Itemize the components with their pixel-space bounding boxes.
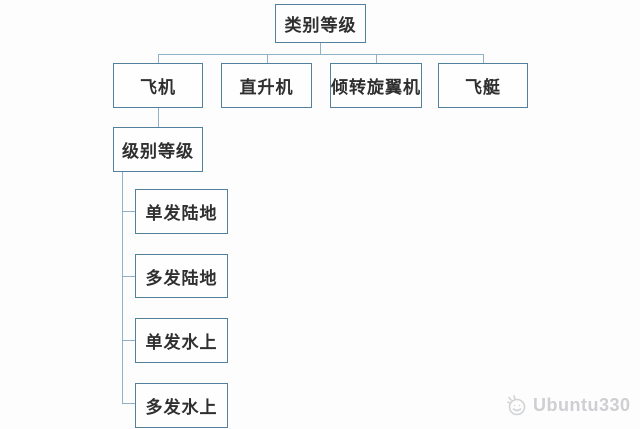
connector-class-trunk [122,172,123,404]
connector-branch-4 [122,403,135,404]
connector-drop-airplane [158,54,159,63]
node-tiltrotor: 倾转旋翼机 [330,63,422,108]
node-label: 飞机 [140,78,176,97]
node-multi-engine-land: 多发陆地 [135,254,228,298]
node-helicopter: 直升机 [221,63,312,108]
connector-row2-horizontal [158,54,484,55]
node-airplane: 飞机 [113,63,203,108]
connector-branch-1 [122,211,135,212]
connector-airplane-to-class [158,108,159,127]
connector-branch-3 [122,340,135,341]
node-label: 倾转旋翼机 [331,78,421,97]
node-label: 单发陆地 [145,204,218,223]
node-label: 直升机 [239,78,294,97]
connector-root-stub [320,43,321,54]
node-single-engine-land: 单发陆地 [135,189,228,234]
connector-drop-tiltrotor [376,54,377,64]
connector-drop-helicopter [267,54,268,64]
smiley-face-icon [507,395,526,416]
node-single-engine-sea: 单发水上 [135,318,228,363]
node-label: 飞艇 [465,78,501,97]
node-category-level: 类别等级 [275,4,366,43]
node-label: 多发水上 [145,398,218,417]
watermark: Ubuntu330 [504,393,631,417]
node-label: 级别等级 [122,142,194,161]
node-airship: 飞艇 [438,63,528,108]
node-label: 单发水上 [145,333,218,352]
watermark-label: Ubuntu330 [533,394,631,415]
connector-drop-airship [483,54,484,64]
node-label: 多发陆地 [145,268,218,288]
node-multi-engine-sea: 多发水上 [135,383,228,428]
connector-branch-2 [122,276,135,277]
node-class-level: 级别等级 [113,127,203,172]
node-label: 类别等级 [284,16,357,35]
